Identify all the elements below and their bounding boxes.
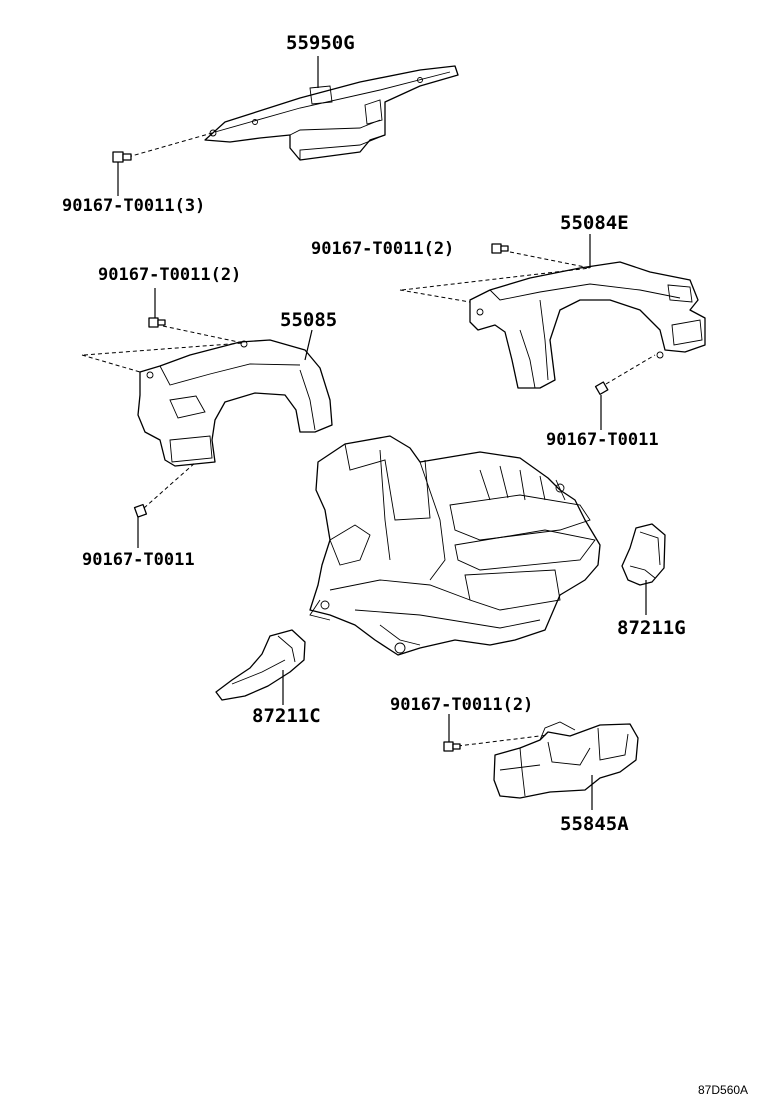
part-87211G-drawing xyxy=(621,523,666,586)
diagram-code: 87D560A xyxy=(698,1083,749,1097)
bolt-icon xyxy=(112,151,132,163)
part-number-87211G: 87211G xyxy=(617,617,686,639)
dash-55085 xyxy=(81,325,244,373)
bolt-icon xyxy=(443,741,461,752)
bolt-label-55084E-top: 90167-T0011(2) xyxy=(311,239,455,259)
dash-bolt-55084E-bottom xyxy=(605,354,656,385)
bolt-icon xyxy=(594,381,609,395)
part-number-55845A: 55845A xyxy=(560,813,629,835)
part-55084E-drawing xyxy=(469,261,706,389)
part-number-55084E: 55084E xyxy=(560,212,629,234)
bolt-icon xyxy=(133,503,148,518)
bolt-label-55085-top: 90167-T0011(2) xyxy=(98,265,242,285)
part-55950G-drawing xyxy=(204,65,459,161)
dash-55084E xyxy=(399,251,591,303)
bolt-label-55845A: 90167-T0011(2) xyxy=(390,695,534,715)
part-55085-drawing xyxy=(137,339,333,467)
leader-55085 xyxy=(304,329,313,361)
dash-bolt-55845A xyxy=(457,734,549,747)
part-55845A-drawing xyxy=(493,721,639,799)
dash-bolt-55085-bottom xyxy=(143,461,197,509)
bolt-label-55084E-bottom: 90167-T0011 xyxy=(546,430,659,450)
heater-unit-drawing xyxy=(309,435,601,656)
bolt-label-55085-bottom: 90167-T0011 xyxy=(82,550,195,570)
bolt-icon xyxy=(148,317,166,328)
dash-bolt-55950G xyxy=(127,132,213,158)
part-number-55085: 55085 xyxy=(280,309,338,331)
part-87211C-drawing xyxy=(215,629,306,701)
part-number-87211C: 87211C xyxy=(252,705,321,727)
bolt-label-55950G: 90167-T0011(3) xyxy=(62,196,206,216)
part-number-55950G: 55950G xyxy=(286,32,355,54)
bolt-icon xyxy=(491,243,509,254)
